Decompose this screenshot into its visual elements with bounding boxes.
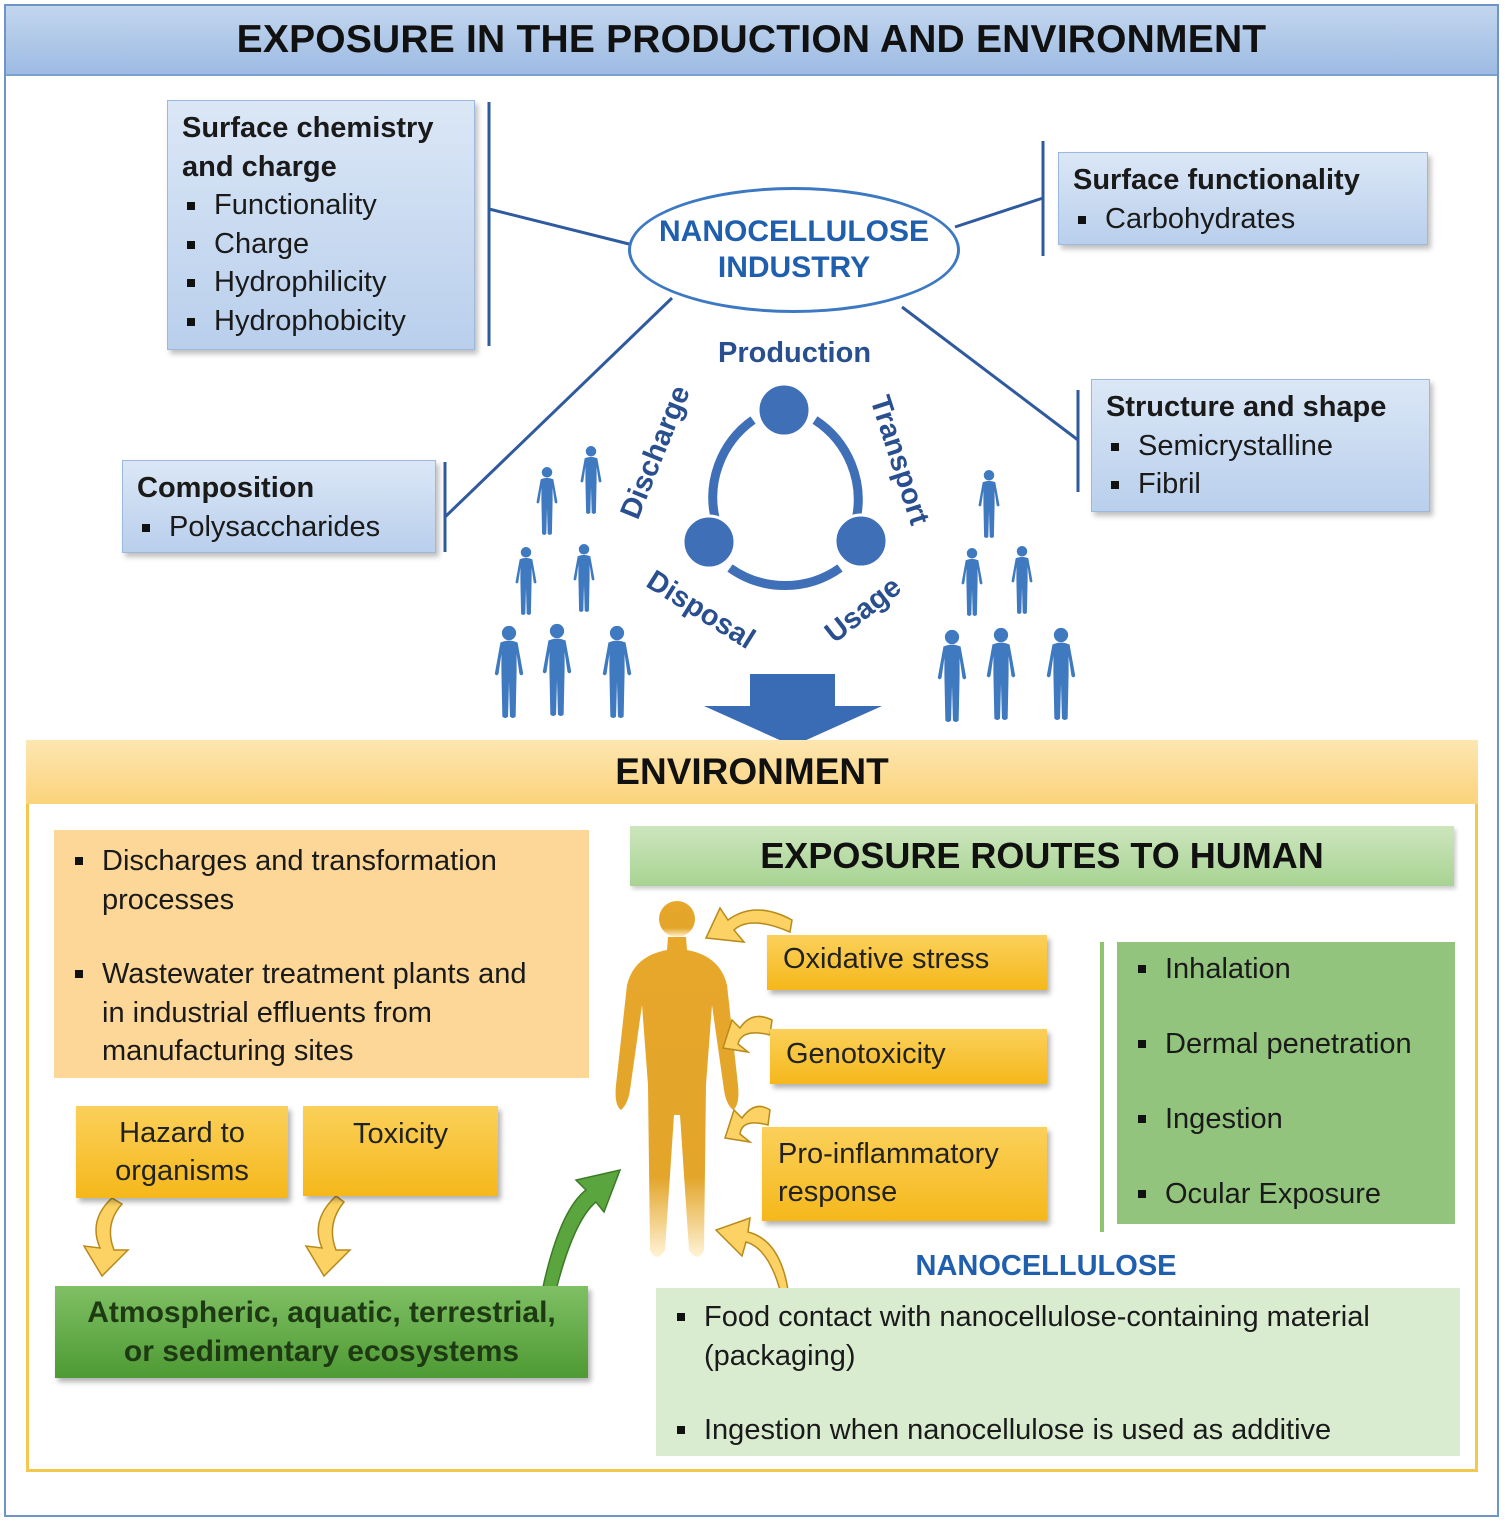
list-item: Charge xyxy=(182,225,460,264)
surface-chemistry-heading-2: and charge xyxy=(182,150,337,183)
lifecycle-production: Production xyxy=(718,337,872,369)
list-item: Ingestion xyxy=(1133,1100,1439,1175)
list-item: Dermal penetration xyxy=(1133,1025,1439,1100)
food-exposure-box: Food contact with nanocellulose-containi… xyxy=(656,1288,1460,1456)
exposure-routes-title: EXPOSURE ROUTES TO HUMAN xyxy=(630,826,1454,886)
hazard-line-1: Hazard to xyxy=(119,1117,245,1149)
oxidative-stress-box: Oxidative stress xyxy=(767,935,1047,990)
food-1-line-1: Food contact with nanocellulose-containi… xyxy=(704,1301,1370,1333)
structure-shape-heading: Structure and shape xyxy=(1106,391,1387,423)
cycle-node-right xyxy=(833,513,889,569)
arrow-nano-icon xyxy=(714,1216,789,1291)
ecosystems-box: Atmospheric, aquatic, terrestrial, or se… xyxy=(55,1286,588,1378)
source-1-line-2: processes xyxy=(102,883,235,916)
nanocellulose-label: NANOCELLULOSE xyxy=(915,1250,1177,1282)
list-item: Food contact with nanocellulose-containi… xyxy=(672,1298,1444,1375)
environment-sources-box: Discharges and transformation processes … xyxy=(54,830,589,1078)
list-item: Semicrystalline xyxy=(1106,427,1415,466)
hazard-line-2: organisms xyxy=(115,1155,249,1187)
list-item: Ingestion when nanocellulose is used as … xyxy=(672,1411,1444,1450)
arrow-proinflam-icon xyxy=(724,1105,771,1144)
list-item: Inhalation xyxy=(1133,950,1439,1025)
cycle-node-left xyxy=(681,514,737,570)
structure-shape-box: Structure and shape Semicrystalline Fibr… xyxy=(1091,379,1430,512)
ecosystems-line-2: or sedimentary ecosystems xyxy=(123,1335,520,1368)
arrow-genotoxicity-icon xyxy=(722,1015,773,1054)
environment-title: ENVIRONMENT xyxy=(26,740,1478,804)
source-1-line-1: Discharges and transformation xyxy=(102,845,497,877)
hazard-box: Hazard to organisms xyxy=(76,1106,288,1198)
industry-line2: INDUSTRY xyxy=(717,251,871,284)
arrow-ecosystem-icon xyxy=(542,1168,622,1291)
down-arrow-icon xyxy=(704,674,882,746)
list-item: Fibril xyxy=(1106,465,1415,504)
lifecycle-cycle-icon xyxy=(708,416,863,590)
proinflam-line-2: response xyxy=(778,1176,898,1208)
arrow-toxicity-icon xyxy=(304,1195,352,1278)
arrow-hazard-icon xyxy=(82,1197,130,1278)
list-item: Discharges and transformation processes xyxy=(70,842,573,919)
genotoxicity-label: Genotoxicity xyxy=(786,1038,946,1070)
list-item: Wastewater treatment plants and in indus… xyxy=(70,955,573,1071)
composition-box: Composition Polysaccharides xyxy=(122,460,436,553)
nanocellulose-industry-node: NANOCELLULOSE INDUSTRY xyxy=(628,187,960,313)
list-item: Ocular Exposure xyxy=(1133,1175,1439,1250)
source-2-line-2: in industrial effluents from xyxy=(102,996,432,1029)
list-item: Hydrophilicity xyxy=(182,263,460,302)
source-2-line-3: manufacturing sites xyxy=(102,1035,354,1067)
toxicity-box: Toxicity xyxy=(303,1106,498,1196)
exposure-routes-box: Inhalation Dermal penetration Ingestion … xyxy=(1117,942,1455,1224)
connector-surface-chem xyxy=(488,207,634,247)
list-item: Hydrophobicity xyxy=(182,302,460,341)
surface-chemistry-box: Surface chemistry and charge Functionali… xyxy=(167,100,475,350)
food-2-line-1: Ingestion when nanocellulose is used as … xyxy=(704,1414,1332,1446)
source-2-line-1: Wastewater treatment plants and xyxy=(102,958,527,990)
industry-line1: NANOCELLULOSE xyxy=(659,215,929,248)
composition-heading: Composition xyxy=(137,472,315,504)
proinflam-line-1: Pro-inflammatory xyxy=(778,1138,999,1170)
people-left-icon xyxy=(494,446,632,719)
ecosystems-line-1: Atmospheric, aquatic, terrestrial, xyxy=(87,1296,556,1329)
page-title: EXPOSURE IN THE PRODUCTION AND ENVIRONME… xyxy=(6,6,1497,76)
arrow-oxidative-icon xyxy=(704,906,793,943)
food-1-line-2: (packaging) xyxy=(704,1339,856,1372)
surface-functionality-heading: Surface functionality xyxy=(1073,164,1360,196)
human-body-icon xyxy=(615,901,739,1257)
connector-structure xyxy=(901,305,1079,442)
surface-chemistry-heading-1: Surface chemistry xyxy=(182,112,434,144)
people-right-icon xyxy=(937,470,1076,723)
list-item: Polysaccharides xyxy=(137,508,421,547)
list-item: Carbohydrates xyxy=(1073,200,1413,239)
oxidative-stress-label: Oxidative stress xyxy=(783,943,990,975)
connector-composition xyxy=(443,296,674,519)
list-item: Functionality xyxy=(182,186,460,225)
surface-functionality-box: Surface functionality Carbohydrates xyxy=(1058,152,1428,245)
genotoxicity-box: Genotoxicity xyxy=(770,1029,1047,1084)
connector-surface-func xyxy=(954,196,1044,229)
pro-inflammatory-box: Pro-inflammatory response xyxy=(762,1127,1047,1221)
cycle-node-top xyxy=(756,382,812,438)
toxicity-label: Toxicity xyxy=(352,1118,449,1150)
